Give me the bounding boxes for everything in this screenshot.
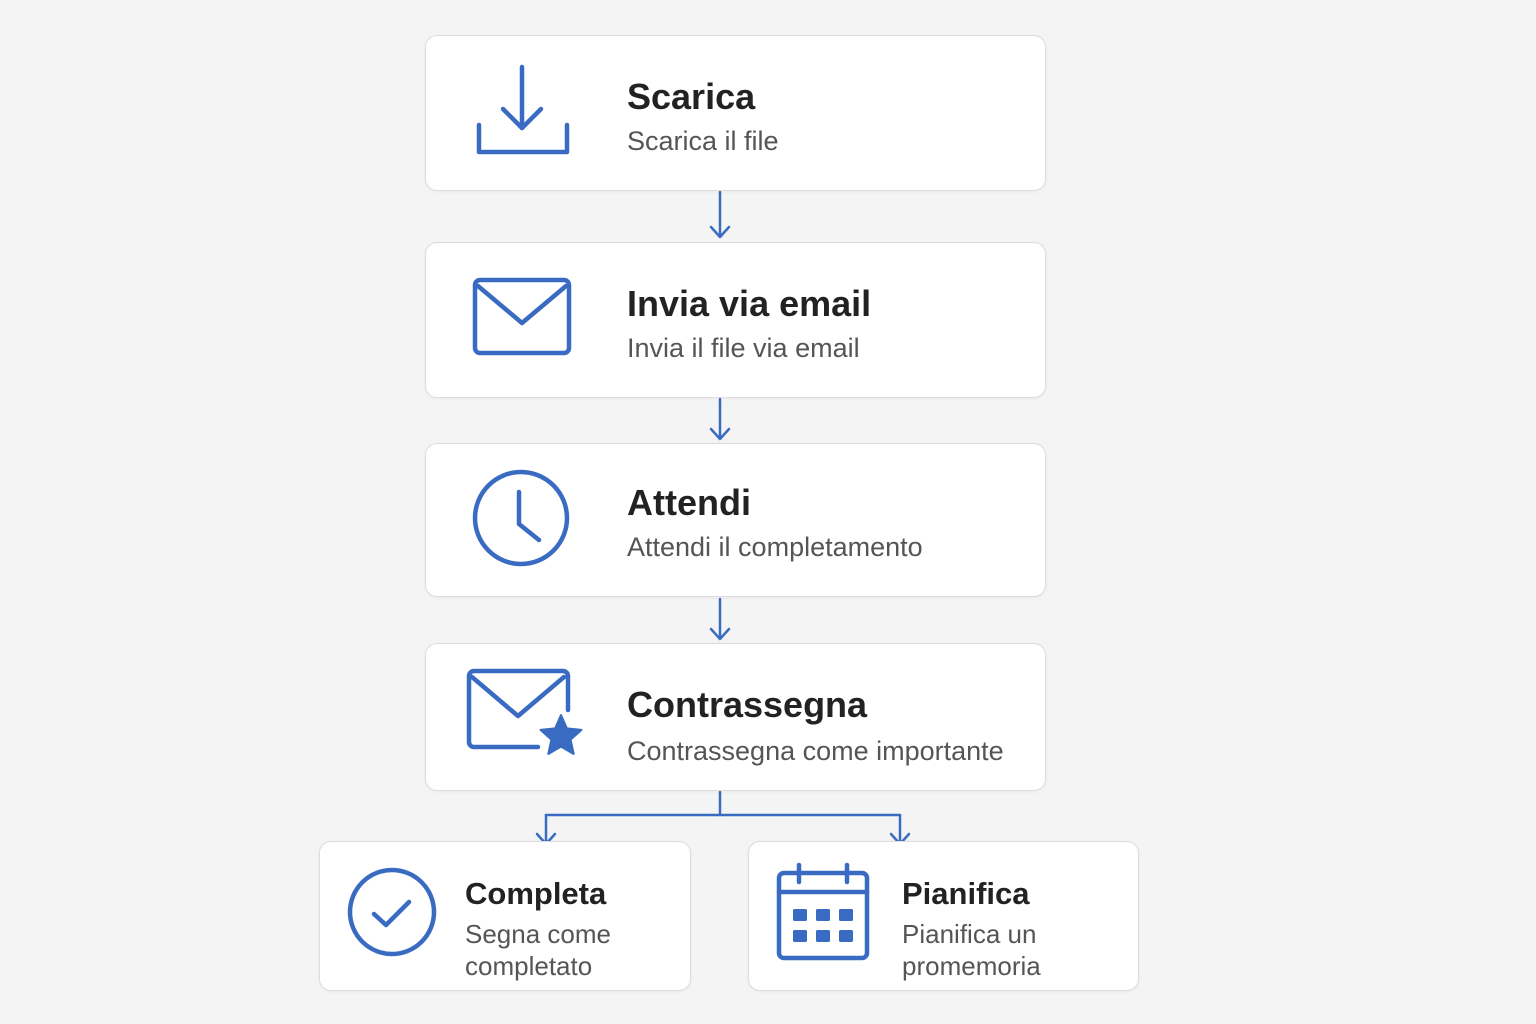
step-title: Scarica: [627, 76, 756, 117]
step-card-wait[interactable]: Attendi Attendi il completamento: [425, 443, 1046, 597]
step-description: Contrassegna come importante: [627, 736, 1004, 766]
branch-title: Completa: [465, 876, 607, 911]
arrow-step-1-to-2: [709, 190, 731, 239]
branch-card-complete[interactable]: Completa Segna come completato: [319, 841, 691, 991]
arrow-step-2-to-3: [709, 397, 731, 441]
step-title: Invia via email: [627, 283, 872, 324]
download-icon: [476, 64, 570, 155]
step-title: Contrassegna: [627, 684, 868, 725]
step-card-flag[interactable]: Contrassegna Contrassegna come important…: [425, 643, 1046, 791]
mail-star-icon: [466, 668, 583, 755]
mail-icon: [472, 277, 572, 356]
step-card-email[interactable]: Invia via email Invia il file via email: [425, 242, 1046, 398]
step-description: Invia il file via email: [627, 333, 860, 363]
step-card-download[interactable]: Scarica Scarica il file: [425, 35, 1046, 191]
step-description: Scarica il file: [627, 126, 779, 156]
step-description: Attendi il completamento: [627, 532, 923, 562]
arrow-branch-split: [535, 790, 911, 846]
clock-icon: [472, 469, 570, 567]
arrow-step-3-to-4: [709, 597, 731, 641]
branch-title: Pianifica: [902, 876, 1030, 911]
calendar-icon: [776, 862, 870, 961]
step-title: Attendi: [627, 482, 751, 523]
branch-card-schedule[interactable]: Pianifica Pianifica un promemoria: [748, 841, 1139, 991]
branch-description: Pianifica un promemoria: [902, 919, 1041, 981]
branch-description: Segna come completato: [465, 919, 611, 981]
check-circle-icon: [347, 867, 437, 957]
